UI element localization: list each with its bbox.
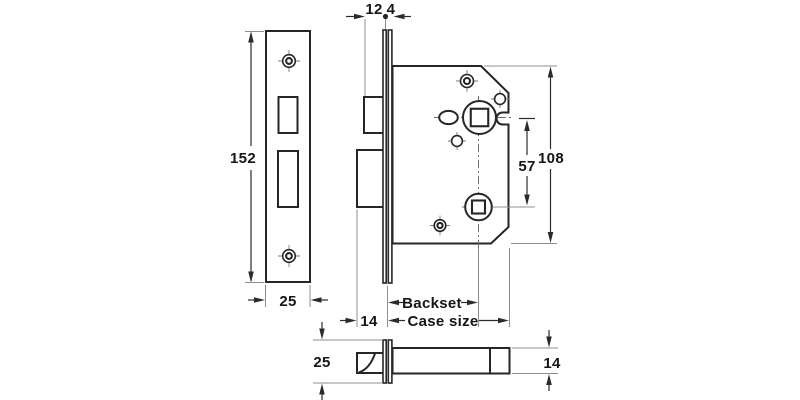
faceplate-edge-front-leaf: [382, 29, 388, 284]
dim-case-height: 108: [484, 65, 564, 244]
deadbolt-cutout: [277, 150, 299, 208]
screw-ring: [285, 57, 293, 65]
arrowhead-right: [467, 299, 478, 306]
dim-label-case-thickness: 14: [543, 355, 561, 372]
dim-spindle-centres: 57: [493, 117, 535, 208]
screw-ring: [285, 252, 293, 260]
fixing-hole-top-right: [491, 90, 509, 108]
arrowhead-down: [547, 232, 554, 243]
faceplate-edge-bottom-back: [387, 339, 393, 384]
dim-latch-case-width: 25: [313, 322, 383, 400]
dim-label-faceplate-thickness: 4: [387, 1, 396, 18]
arrowhead-up: [248, 31, 254, 43]
arrowhead-left: [388, 299, 399, 306]
arrowhead-right: [345, 317, 357, 324]
fixing-hole-mid: [448, 132, 466, 150]
arrowhead-left: [388, 317, 399, 324]
screw-ring: [462, 76, 472, 86]
lock-side-view: [356, 29, 513, 284]
dim-label-deadbolt-throw: 14: [360, 313, 378, 330]
dim-latch-projection: 12: [346, 1, 382, 96]
dim-faceplate-thickness: 4: [382, 1, 411, 29]
arrowhead-right: [254, 297, 265, 303]
case-body-bottom: [391, 347, 511, 375]
arrowhead-left: [393, 13, 405, 20]
dim-label-backset: Backset: [402, 295, 462, 312]
faceplate-edge-bottom-front: [382, 339, 388, 384]
faceplate-front-view: [265, 30, 311, 283]
latch-cutout: [277, 96, 299, 134]
follower-circle: [462, 100, 497, 135]
spindle-square: [470, 199, 487, 215]
arrowhead-up: [546, 374, 552, 385]
screw-hole: [459, 73, 475, 89]
dim-label-faceplate-width: 25: [279, 293, 296, 310]
follower-square: [469, 107, 490, 128]
dim-case-size: Case size: [388, 248, 510, 330]
deadbolt-side: [356, 149, 385, 208]
latch-bolt-side: [363, 96, 385, 134]
dim-label-case-height: 108: [538, 150, 564, 167]
arrowhead-up: [547, 66, 554, 78]
reference-dot: [382, 13, 389, 20]
arrowhead-up: [319, 383, 325, 395]
screw-hole-top: [278, 50, 300, 72]
dim-backset: Backset: [387, 248, 479, 327]
faceplate-plate: [265, 30, 311, 283]
spindle-circle: [464, 192, 493, 222]
follower-hole: [462, 100, 497, 135]
lock-bottom-view: [356, 339, 511, 384]
arrowhead-right: [498, 317, 509, 324]
lock-case-outline: [391, 65, 510, 245]
dim-label-faceplate-height: 152: [230, 150, 256, 167]
screw-hole: [281, 248, 297, 264]
case-screw-hole-bottom: [430, 215, 450, 236]
latch-bevel-arc: [358, 353, 376, 374]
fixing-hole: [493, 92, 507, 106]
dim-label-case-size: Case size: [407, 313, 478, 330]
arrowhead-down: [524, 194, 530, 206]
dim-label-spindle-centres: 57: [518, 158, 535, 175]
arrowhead-left: [310, 297, 322, 303]
dim-deadbolt-throw: 14: [340, 209, 378, 330]
screw-hole-bottom: [278, 245, 300, 267]
case-screw-hole: [456, 70, 478, 92]
dim-faceplate-width: 25: [248, 285, 328, 310]
arrowhead-down: [319, 328, 325, 340]
screw-hole: [281, 53, 297, 69]
arrowhead-down: [248, 271, 254, 283]
arrowhead-down: [546, 336, 552, 348]
oval-slot: [438, 109, 459, 126]
dim-case-thickness: 14: [512, 330, 561, 391]
screw-ring: [436, 221, 444, 230]
dim-label-latch-projection: 12: [365, 1, 382, 18]
faceplate-edge-back-leaf: [387, 29, 393, 284]
arrowhead-right: [354, 13, 365, 20]
dim-faceplate-height: 152: [230, 31, 264, 283]
bottom-spindle-hole: [464, 192, 493, 222]
screw-hole: [433, 218, 447, 233]
arrowhead-up: [524, 120, 530, 131]
dim-label-latch-case-width: 25: [313, 354, 330, 371]
fixing-hole: [450, 134, 464, 148]
